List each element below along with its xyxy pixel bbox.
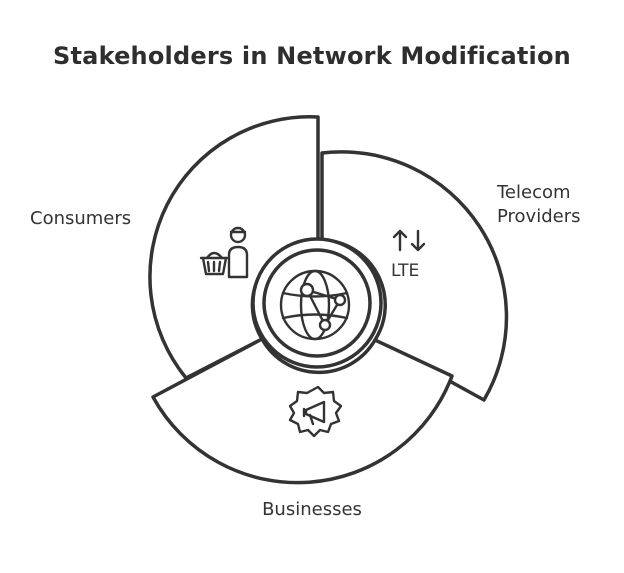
globe-network-icon	[279, 269, 351, 341]
diagram-title: Stakeholders in Network Modification	[53, 42, 571, 70]
shopper-with-basket-icon	[199, 226, 249, 279]
lte-icon-text: LTE	[391, 261, 419, 281]
telecom-providers-label: Telecom Providers	[497, 181, 581, 229]
lte-signal-icon: LTE	[391, 229, 426, 281]
businesses-segment	[151, 337, 454, 485]
businesses-label: Businesses	[262, 499, 362, 520]
gear-megaphone-icon	[288, 385, 343, 438]
telecom-label-line2: Providers	[497, 206, 581, 227]
telecom-label-line1: Telecom	[497, 182, 571, 203]
consumers-label: Consumers	[30, 208, 132, 229]
telecom-segment	[320, 150, 509, 402]
